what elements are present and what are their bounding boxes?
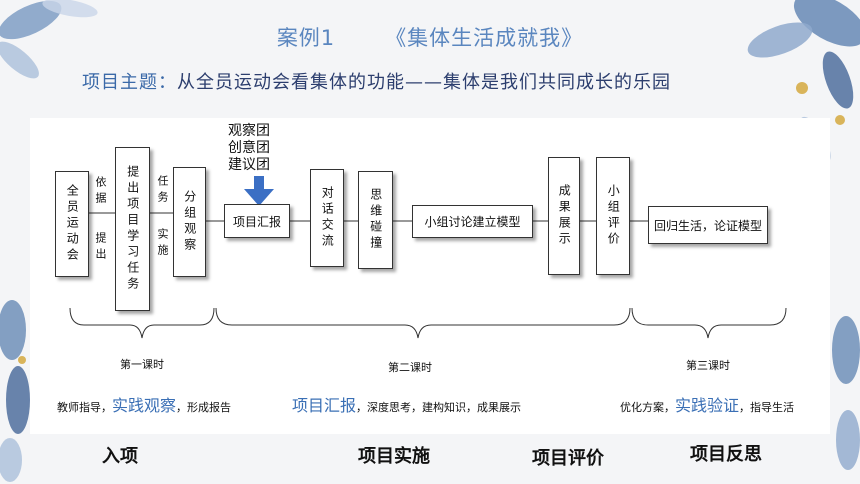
flow-box-results-show: 成果展示 <box>548 157 580 275</box>
lesson-label-first: 第一课时 <box>120 358 164 371</box>
flow-diagram-panel <box>30 118 830 434</box>
caption-highlight: 实践验证 <box>675 396 740 415</box>
flow-box-project-report: 项目汇报 <box>224 204 290 238</box>
slide-title: 案例1 《集体生活成就我》 <box>0 22 860 52</box>
project-theme: 项目主题：从全员运动会看集体的功能——集体是我们共同成长的乐园 <box>82 68 671 94</box>
group-list: 观察团 创意团 建议团 <box>228 123 270 174</box>
lesson-label-second: 第二课时 <box>388 361 432 374</box>
caption-text: 优化方案， <box>620 401 675 414</box>
brace-third-lesson <box>631 307 787 339</box>
phase-reflection: 项目反思 <box>690 444 762 465</box>
connector-label-propose: 提出 <box>94 232 107 264</box>
group-suggest: 建议团 <box>228 157 270 173</box>
phase-entry: 入项 <box>102 446 138 467</box>
brace-first-lesson <box>69 307 215 339</box>
flow-box-group-evaluation: 小组评价 <box>596 157 630 275</box>
connector-label-task: 任务 <box>156 175 169 207</box>
project-theme-text: 从全员运动会看集体的功能——集体是我们共同成长的乐园 <box>177 72 671 93</box>
leaf-decoration-bottom-left <box>0 300 30 482</box>
caption-text: 教师指导， <box>57 401 112 414</box>
flow-box-propose-task: 提出项目学习任务 <box>115 147 150 311</box>
flow-box-return-to-life: 回归生活，论证模型 <box>648 206 768 244</box>
flow-box-brainstorm: 思维碰撞 <box>358 171 393 269</box>
project-theme-label: 项目主题： <box>82 72 177 93</box>
leaf-decoration-bottom-right <box>832 316 860 470</box>
phase-evaluation: 项目评价 <box>532 448 604 469</box>
caption-text: ，形成报告 <box>176 401 232 414</box>
caption-text: ，指导生活 <box>739 401 795 414</box>
leaf-decoration-top-left <box>0 0 98 79</box>
flow-box-group-observe: 分组观察 <box>173 167 206 277</box>
caption-text: ，深度思考，建构知识，成果展示 <box>356 401 522 414</box>
caption-highlight: 实践观察 <box>112 396 177 415</box>
caption-second-lesson: 项目汇报，深度思考，建构知识，成果展示 <box>292 392 521 416</box>
caption-third-lesson: 优化方案，实践验证，指导生活 <box>620 392 794 416</box>
phase-implementation: 项目实施 <box>358 446 430 467</box>
brace-second-lesson <box>215 307 631 339</box>
down-arrow-icon <box>244 176 274 206</box>
flow-box-dialogue: 对话交流 <box>310 169 344 267</box>
group-observe: 观察团 <box>228 123 270 139</box>
case-name: 《集体生活成就我》 <box>385 26 584 50</box>
caption-first-lesson: 教师指导，实践观察，形成报告 <box>57 392 231 416</box>
flow-box-model-building: 小组讨论建立模型 <box>412 205 533 238</box>
group-create: 创意团 <box>228 140 270 156</box>
flow-box-all-sports: 全员运动会 <box>55 171 89 277</box>
connector-label-implement: 实施 <box>156 228 169 260</box>
caption-highlight: 项目汇报 <box>292 396 357 415</box>
case-number: 案例1 <box>276 26 336 50</box>
lesson-label-third: 第三课时 <box>686 359 730 372</box>
connector-label-basis: 依据 <box>94 176 107 208</box>
